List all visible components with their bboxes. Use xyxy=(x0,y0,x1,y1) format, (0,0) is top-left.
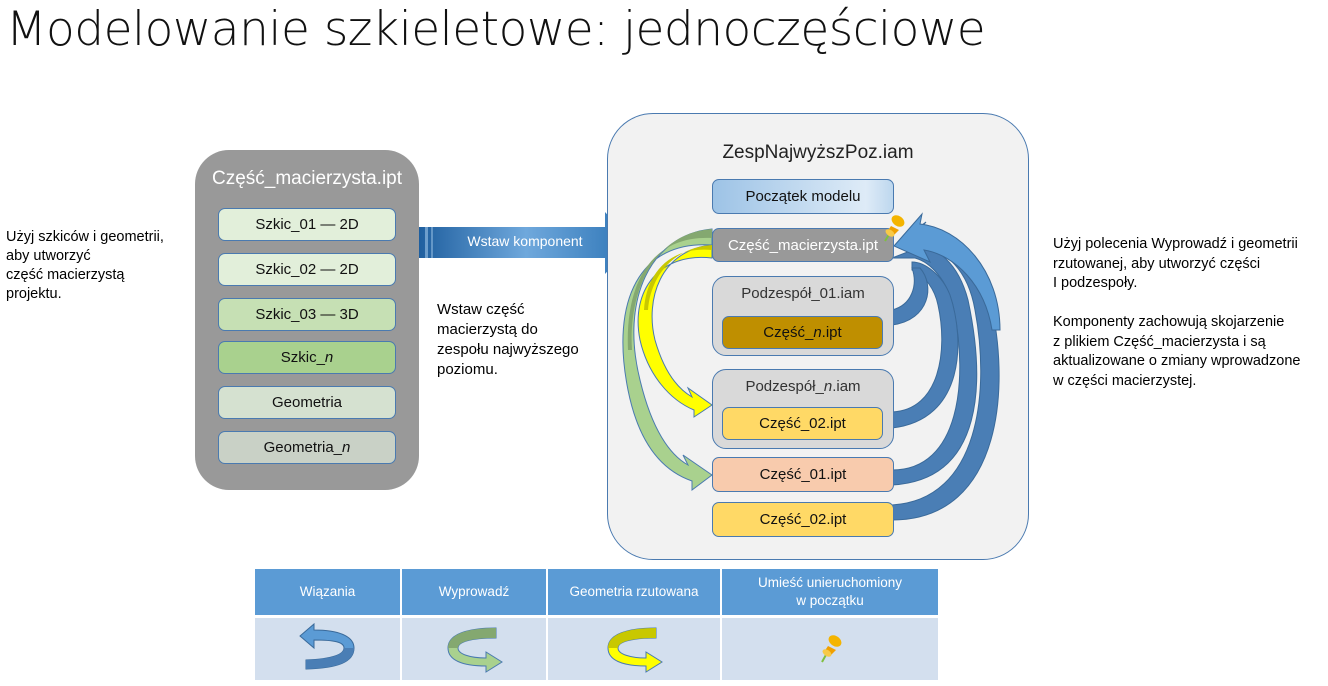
part-02-box[interactable]: Część_02.ipt xyxy=(712,502,894,537)
part-01-label: Część_01.ipt xyxy=(759,466,847,483)
page-title: Modelowanie szkieletowe: jednoczęściowe xyxy=(6,2,986,57)
legend-header-grounded: Umieść unieruchomiony w początku xyxy=(722,569,938,615)
constraint-arrows xyxy=(891,212,1001,521)
master-part-ref-label: Część_macierzysta.ipt xyxy=(727,236,879,254)
insert-component-label: Wstaw komponent xyxy=(467,233,583,249)
sketch-01[interactable]: Szkic_01 — 2D xyxy=(218,208,396,241)
subassembly-01[interactable]: Podzespół_01.iam Część_n.ipt xyxy=(712,276,894,356)
sketch-03-label: Szkic_03 — 3D xyxy=(255,306,359,323)
sketch-01-label: Szkic_01 — 2D xyxy=(255,216,359,233)
legend-header-projected: Geometria rzutowana xyxy=(548,569,720,615)
pushpin-icon xyxy=(884,215,905,242)
legend-cell-projected xyxy=(548,618,720,680)
part-02-sub-label: Część_02.ipt xyxy=(759,415,846,432)
geometry[interactable]: Geometria xyxy=(218,386,396,419)
legend-table: Wiązania Wyprowadź Geometria rzutowana U… xyxy=(255,569,938,681)
sketch-02[interactable]: Szkic_02 — 2D xyxy=(218,253,396,286)
master-part-ref-box[interactable]: Część_macierzysta.ipt xyxy=(712,228,894,262)
note-insert-master: Wstaw część macierzystą do zespołu najwy… xyxy=(437,301,579,378)
part-02-sub-box[interactable]: Część_02.ipt xyxy=(722,407,883,440)
master-part-title: Część_macierzysta.ipt xyxy=(211,168,403,189)
top-assembly-title: ZespNajwyższPoz.iam xyxy=(722,142,914,163)
sketch-n-label: Szkic_n xyxy=(280,349,334,366)
geometry-label: Geometria xyxy=(271,394,343,411)
derive-arrow-icon xyxy=(447,627,503,673)
legend-header-constraints: Wiązania xyxy=(255,569,400,615)
legend-cell-constraints xyxy=(255,618,400,680)
constraint-arrow-icon xyxy=(298,622,355,670)
sketch-n[interactable]: Szkic_n xyxy=(218,341,396,374)
derive-arrow xyxy=(622,228,713,491)
projected-geometry-arrow-icon xyxy=(607,627,663,673)
part-01-box[interactable]: Część_01.ipt xyxy=(712,457,894,492)
model-origin-box[interactable]: Początek modelu xyxy=(712,179,894,214)
projected-arrow xyxy=(637,244,713,418)
subassembly-01-title: Podzespół_01.iam xyxy=(741,285,865,302)
legend-cell-grounded xyxy=(722,618,938,680)
sketch-03[interactable]: Szkic_03 — 3D xyxy=(218,298,396,331)
insert-component-arrow xyxy=(419,212,633,274)
legend-cell-derive xyxy=(402,618,546,680)
note-create-master: Użyj szkiców i geometrii, aby utworzyć c… xyxy=(6,229,164,302)
part-02-label: Część_02.ipt xyxy=(759,511,847,528)
sketch-02-label: Szkic_02 — 2D xyxy=(255,261,359,278)
master-part-panel: Część_macierzysta.ipt Szkic_01 — 2D Szki… xyxy=(195,150,419,490)
note-derive-components: Użyj polecenia Wyprowadź i geometrii rzu… xyxy=(1053,236,1301,389)
pushpin-icon xyxy=(821,635,842,663)
model-origin-label: Początek modelu xyxy=(745,188,861,205)
subassembly-n-title: Podzespół_n.iam xyxy=(745,378,861,395)
legend-header-derive: Wyprowadź xyxy=(402,569,546,615)
subassembly-n[interactable]: Podzespół_n.iam Część_02.ipt xyxy=(712,369,894,449)
geometry-n[interactable]: Geometria_n xyxy=(218,431,396,464)
part-n-box[interactable]: Część_n.ipt xyxy=(722,316,883,349)
geometry-n-label: Geometria_n xyxy=(263,439,351,456)
part-n-label: Część_n.ipt xyxy=(763,324,842,341)
